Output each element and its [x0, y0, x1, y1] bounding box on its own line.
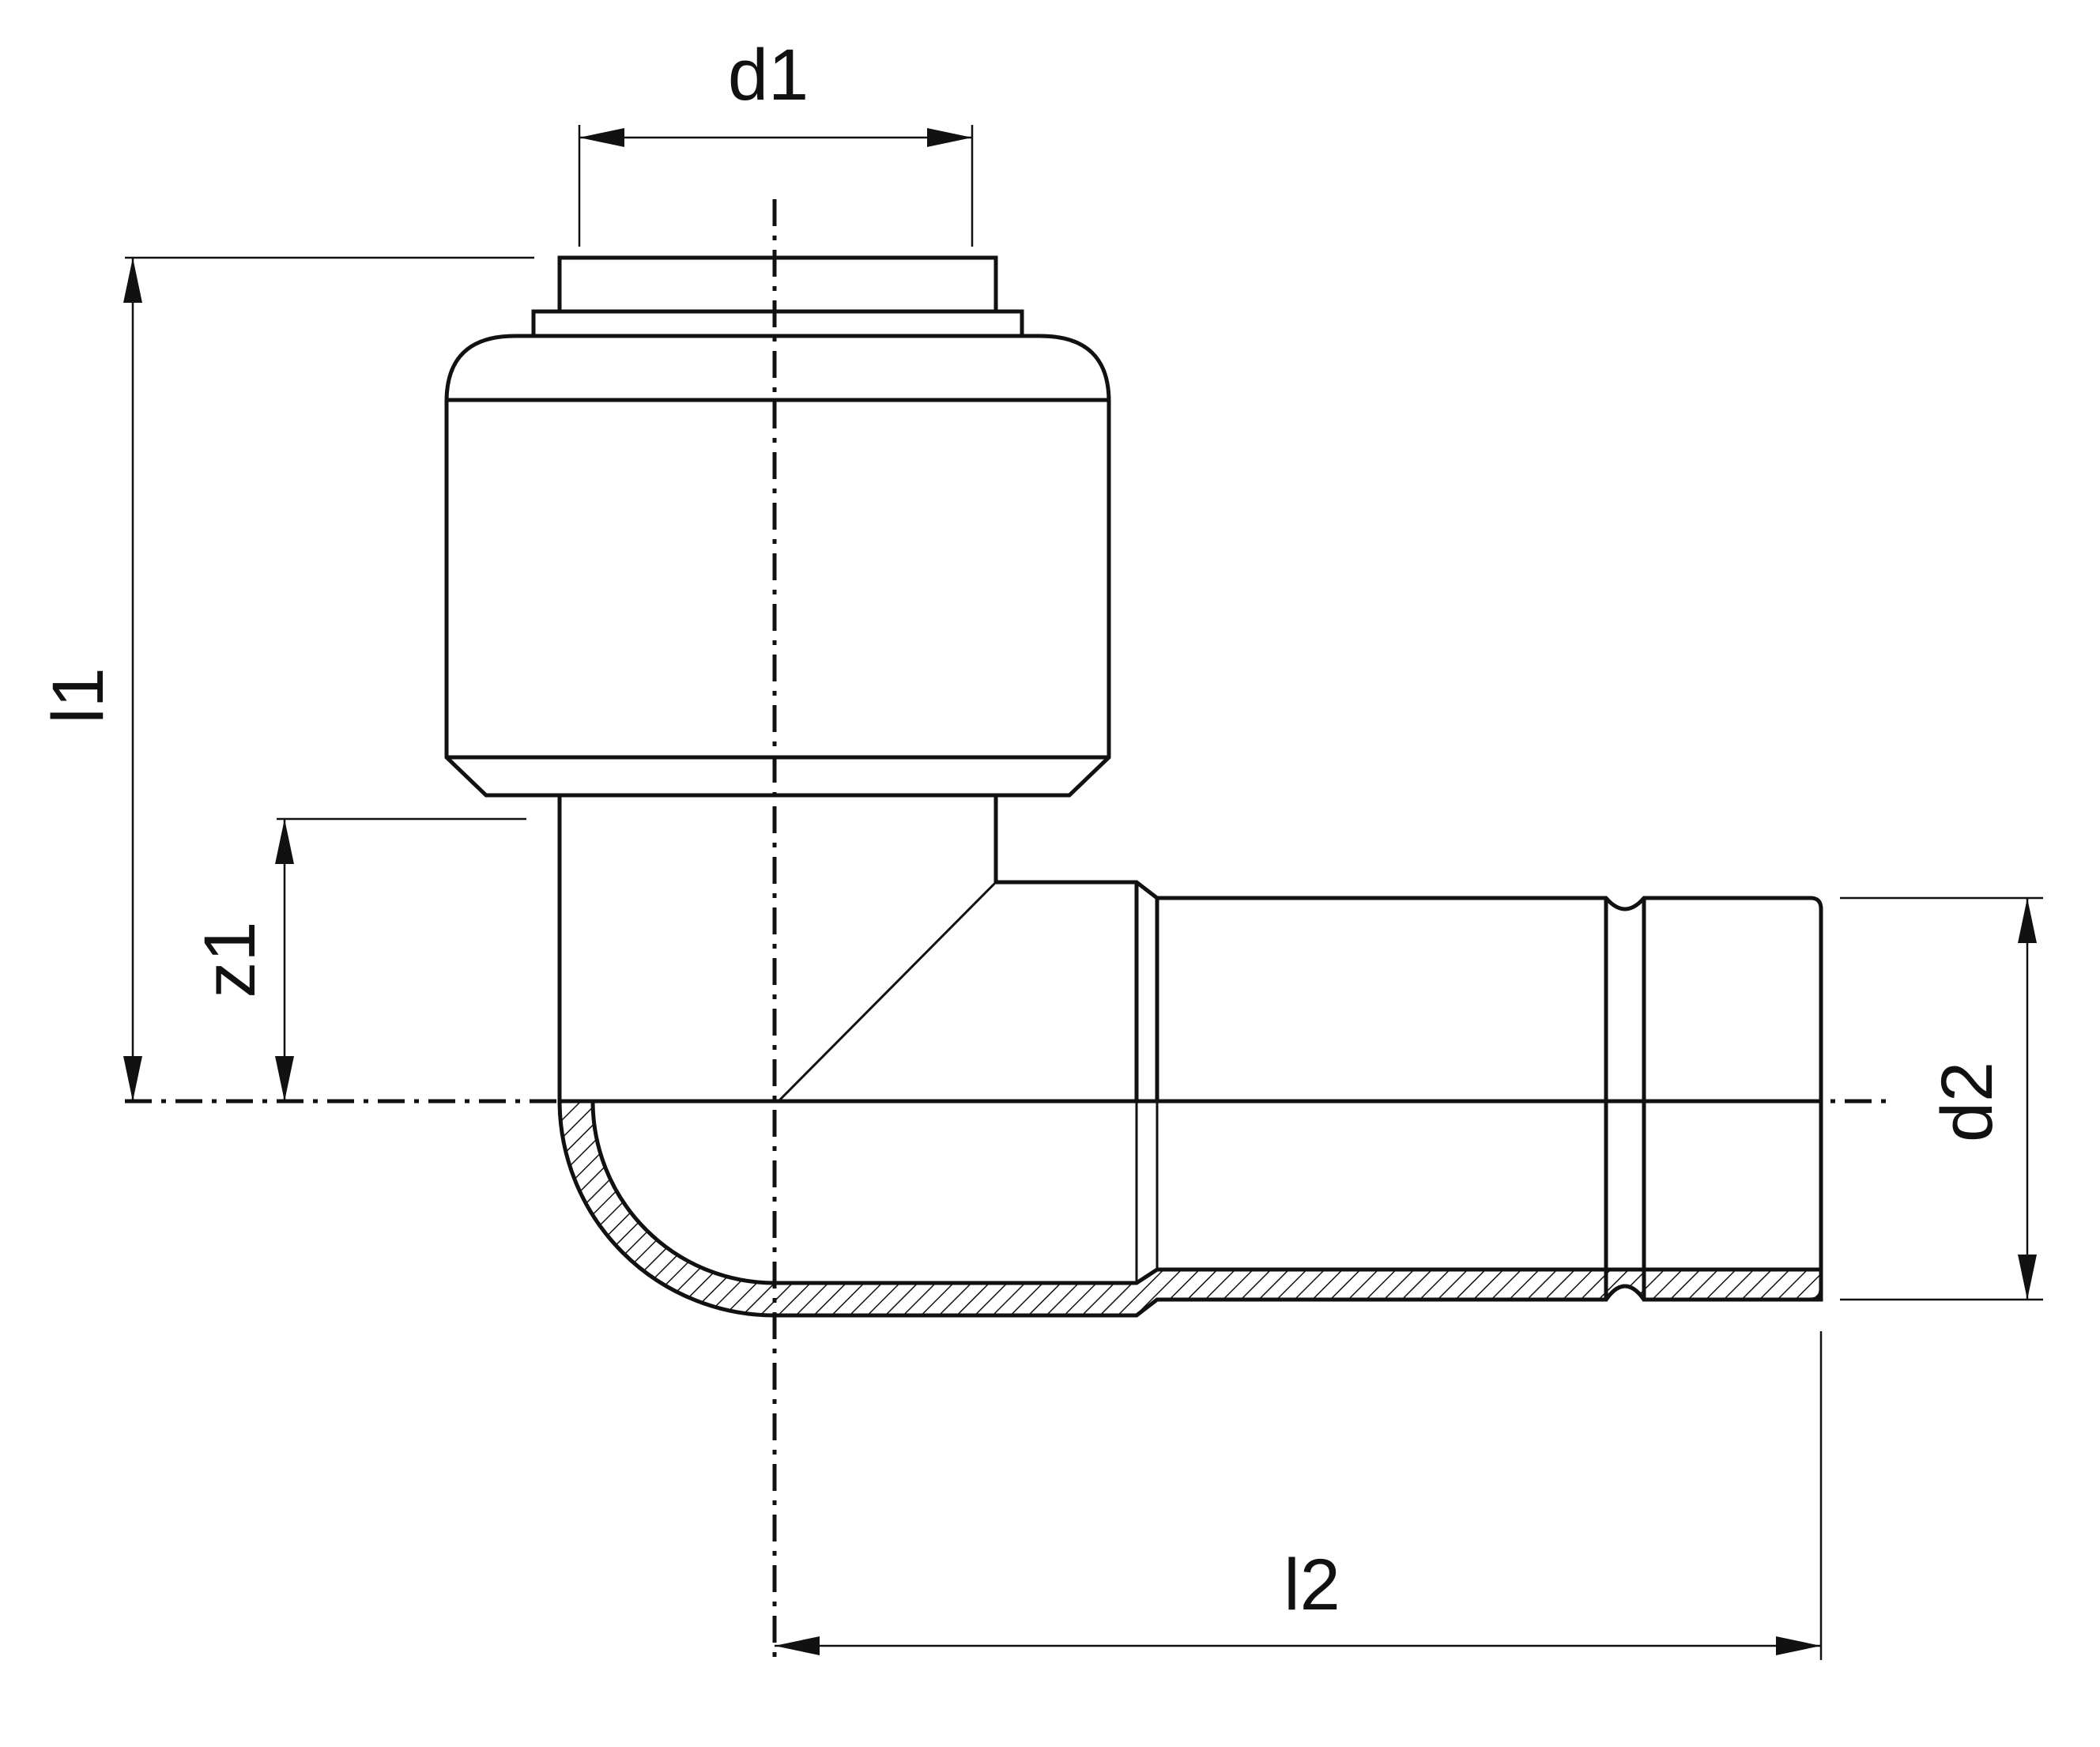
z1-arrow-top [275, 819, 294, 864]
dimension-z1: z1 [190, 817, 526, 1101]
z1-arrow-bottom [275, 1056, 294, 1101]
dimension-l2: l2 [775, 1331, 1823, 1660]
dimension-d1: d1 [578, 35, 974, 247]
dimension-l1: l1 [38, 256, 534, 1101]
cap-top [557, 255, 998, 314]
d1-arrow-right [927, 128, 972, 147]
dimension-d2: d2 [1840, 896, 2043, 1301]
l1-arrow-top [123, 258, 142, 303]
nut-body [444, 334, 1111, 798]
cap-ring [531, 309, 1024, 338]
spigot-outline [1157, 896, 1823, 1302]
l1-arrow-bottom [123, 1056, 142, 1101]
d2-label: d2 [1927, 1062, 2008, 1142]
branch-top [996, 880, 1159, 1101]
d1-arrow-left [579, 128, 624, 147]
l2-arrow-right [1776, 1636, 1821, 1655]
fitting-body [444, 255, 1823, 1318]
wall-section-hatch [557, 1099, 1823, 1318]
l2-arrow-left [775, 1636, 820, 1655]
d1-label: d1 [728, 35, 809, 115]
d2-arrow-bottom [2018, 1255, 2037, 1300]
neck [557, 795, 998, 1101]
l2-label: l2 [1284, 1545, 1340, 1625]
branch-miter [777, 881, 997, 1103]
d2-arrow-top [2018, 898, 2037, 943]
z1-label: z1 [190, 921, 270, 998]
l1-label: l1 [38, 667, 119, 724]
